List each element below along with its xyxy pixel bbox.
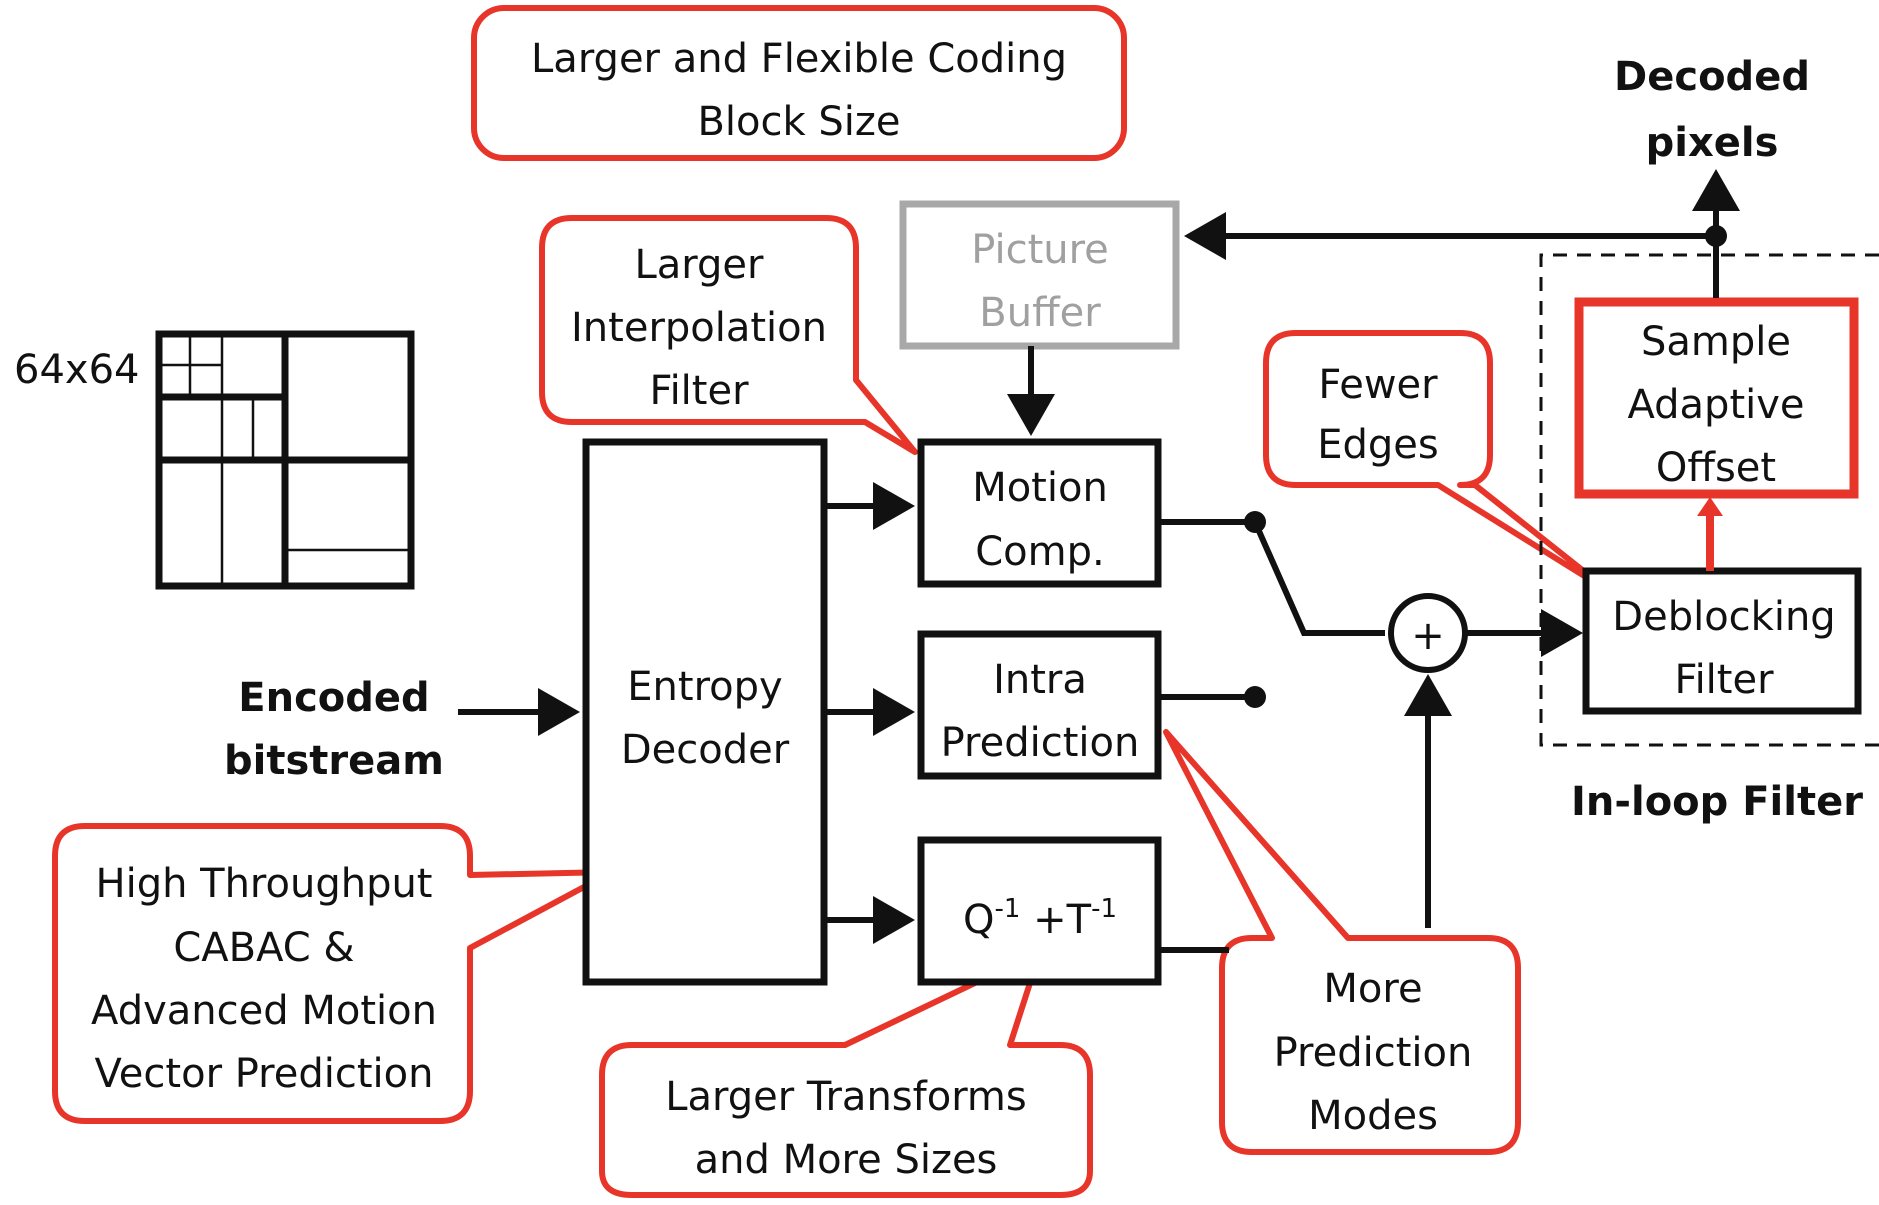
- block-label: Motion: [972, 465, 1108, 511]
- deblocking-filter-block: Deblocking Filter: [1582, 567, 1862, 715]
- callout-text: Prediction: [1274, 1030, 1473, 1076]
- block-label: Offset: [1656, 445, 1776, 491]
- block-label: Filter: [1674, 657, 1774, 703]
- callout-text: Edges: [1317, 422, 1439, 468]
- block-label: Comp.: [975, 529, 1104, 575]
- encoded-bitstream-label: Encoded bitstream: [224, 675, 444, 784]
- grid-size-label: 64x64: [14, 347, 139, 393]
- callout-larger-coding-block: Larger and Flexible Coding Block Size: [471, 5, 1127, 161]
- adder-node: +: [1388, 593, 1468, 673]
- callout-text: Filter: [649, 368, 749, 414]
- block-label: Deblocking: [1612, 594, 1835, 640]
- picture-buffer-block: Picture Buffer: [899, 200, 1180, 350]
- adder-symbol: +: [1411, 613, 1445, 659]
- block-label: Q-1 +T-1: [963, 894, 1117, 943]
- ctu-partition-grid: 64x64: [14, 330, 415, 590]
- callout-text: High Throughput: [96, 861, 433, 907]
- callout-text: Fewer: [1318, 362, 1438, 408]
- callout-text: Larger: [635, 242, 765, 288]
- block-label: Prediction: [941, 720, 1140, 766]
- callout-text: Vector Prediction: [95, 1051, 434, 1097]
- callout-text: Interpolation: [571, 305, 827, 351]
- t-superscript: -1: [1091, 894, 1117, 924]
- decoded-pixels-label: Decoded pixels: [1614, 54, 1810, 166]
- t-symbol: +T: [1020, 897, 1091, 943]
- q-symbol: Q: [963, 897, 994, 943]
- block-label: Picture: [971, 227, 1109, 273]
- intra-prediction-block: Intra Prediction: [917, 630, 1162, 780]
- inverse-quant-transform-block: Q-1 +T-1: [917, 836, 1162, 986]
- q-superscript: -1: [994, 894, 1020, 924]
- block-label: Buffer: [979, 290, 1101, 336]
- block-label: Adaptive: [1627, 382, 1804, 428]
- label-text: bitstream: [224, 738, 444, 784]
- callout-fewer-edges: Fewer Edges: [1263, 330, 1613, 595]
- callout-larger-transforms: Larger Transforms and More Sizes: [599, 949, 1093, 1198]
- label-text: Decoded: [1614, 54, 1810, 100]
- callout-text: Block Size: [697, 99, 900, 145]
- entropy-decoder-block: Entropy Decoder: [582, 438, 828, 986]
- callout-text: CABAC &: [173, 925, 354, 971]
- callout-text: Modes: [1308, 1093, 1438, 1139]
- switch-contact-intra: [1244, 686, 1266, 708]
- callout-text: and More Sizes: [695, 1137, 998, 1183]
- callout-text: More: [1323, 966, 1422, 1012]
- sao-block: Sample Adaptive Offset: [1574, 297, 1859, 499]
- callout-larger-interpolation-filter: Larger Interpolation Filter: [539, 215, 918, 455]
- block-label: Decoder: [621, 727, 790, 773]
- in-loop-filter-label: In-loop Filter: [1571, 779, 1863, 825]
- switch-arm-wire: [1252, 520, 1385, 636]
- block-label: Intra: [993, 657, 1087, 703]
- label-text: Encoded: [238, 675, 429, 721]
- in-loop-filter-region: In-loop Filter: [1539, 253, 1879, 825]
- deblocking-to-sao-arrowhead: [1697, 497, 1723, 516]
- block-label: Entropy: [627, 664, 782, 710]
- callout-more-prediction-modes: More Prediction Modes: [1163, 729, 1521, 1155]
- label-text: pixels: [1646, 120, 1779, 166]
- motion-comp-block: Motion Comp.: [917, 438, 1162, 588]
- callout-high-throughput-cabac: High Throughput CABAC & Advanced Motion …: [52, 823, 615, 1124]
- block-label: Sample: [1641, 319, 1791, 365]
- callout-text: Larger Transforms: [665, 1074, 1027, 1120]
- callout-text: Advanced Motion: [91, 988, 437, 1034]
- callout-text: Larger and Flexible Coding: [531, 36, 1067, 82]
